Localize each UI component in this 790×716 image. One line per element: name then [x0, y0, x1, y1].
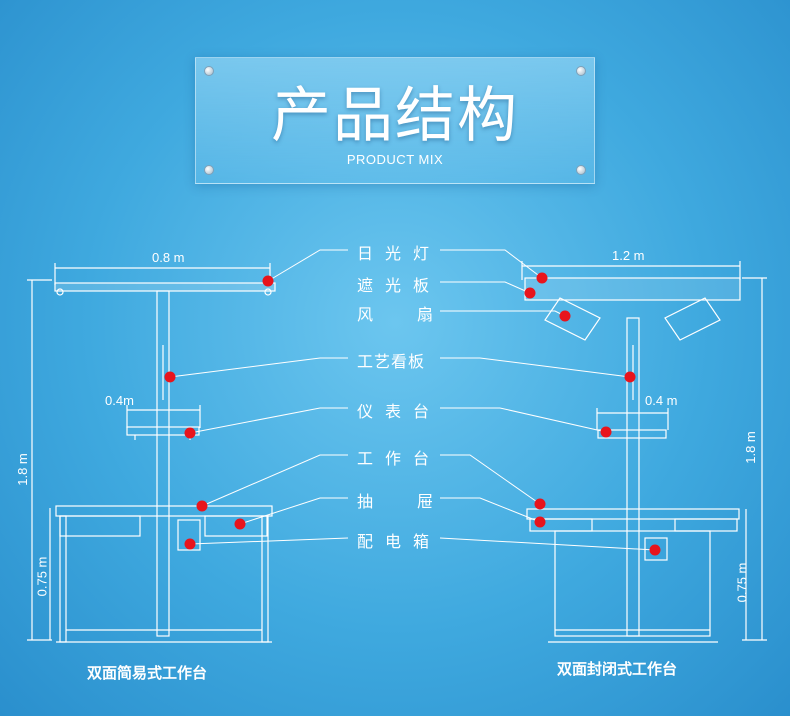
- label-process-board: 工艺看板: [357, 352, 426, 371]
- left-table-height: 0.75 m: [34, 556, 50, 597]
- marker-dot: [184, 427, 196, 439]
- right-caption: 双面封闭式工作台: [557, 660, 678, 678]
- label-fluorescent-lamp: 日光灯: [357, 244, 442, 263]
- screw-icon: [204, 66, 214, 76]
- label-workbench: 工作台: [357, 449, 442, 468]
- title-panel: 产品结构 PRODUCT MIX: [195, 57, 595, 184]
- page-title: 产品结构: [271, 81, 519, 151]
- marker-dot: [649, 544, 661, 556]
- screw-icon: [576, 165, 586, 175]
- left-caption: 双面简易式工作台: [87, 664, 208, 682]
- marker-dot: [164, 371, 176, 383]
- marker-dot: [536, 272, 548, 284]
- label-distribution-box: 配电箱: [357, 532, 442, 551]
- right-shelf-width: 0.4 m: [645, 393, 678, 408]
- marker-dot: [524, 287, 536, 299]
- left-height: 1.8 m: [14, 453, 30, 486]
- marker-dot: [600, 426, 612, 438]
- right-height: 1.8 m: [742, 431, 758, 464]
- left-workbench: [27, 263, 276, 643]
- marker-dot: [196, 500, 208, 512]
- label-instrument-shelf: 仪表台: [357, 402, 442, 421]
- left-top-width: 0.8 m: [152, 250, 185, 265]
- right-table-height: 0.75 m: [734, 562, 750, 603]
- screw-icon: [576, 66, 586, 76]
- page-subtitle: PRODUCT MIX: [346, 152, 444, 167]
- marker-dot: [534, 516, 546, 528]
- right-top-width: 1.2 m: [612, 248, 645, 263]
- marker-dot: [184, 538, 196, 550]
- callout-markers: [164, 272, 661, 556]
- marker-dot: [234, 518, 246, 530]
- label-drawer: 抽屉: [357, 492, 478, 511]
- marker-dot: [534, 498, 546, 510]
- marker-dot: [624, 371, 636, 383]
- left-shelf-width: 0.4m: [105, 393, 134, 408]
- label-fan: 风扇: [357, 305, 478, 324]
- marker-dot: [559, 310, 571, 322]
- screw-icon: [204, 165, 214, 175]
- marker-dot: [262, 275, 274, 287]
- right-workbench: [521, 261, 767, 643]
- label-light-shield: 遮光板: [357, 276, 442, 295]
